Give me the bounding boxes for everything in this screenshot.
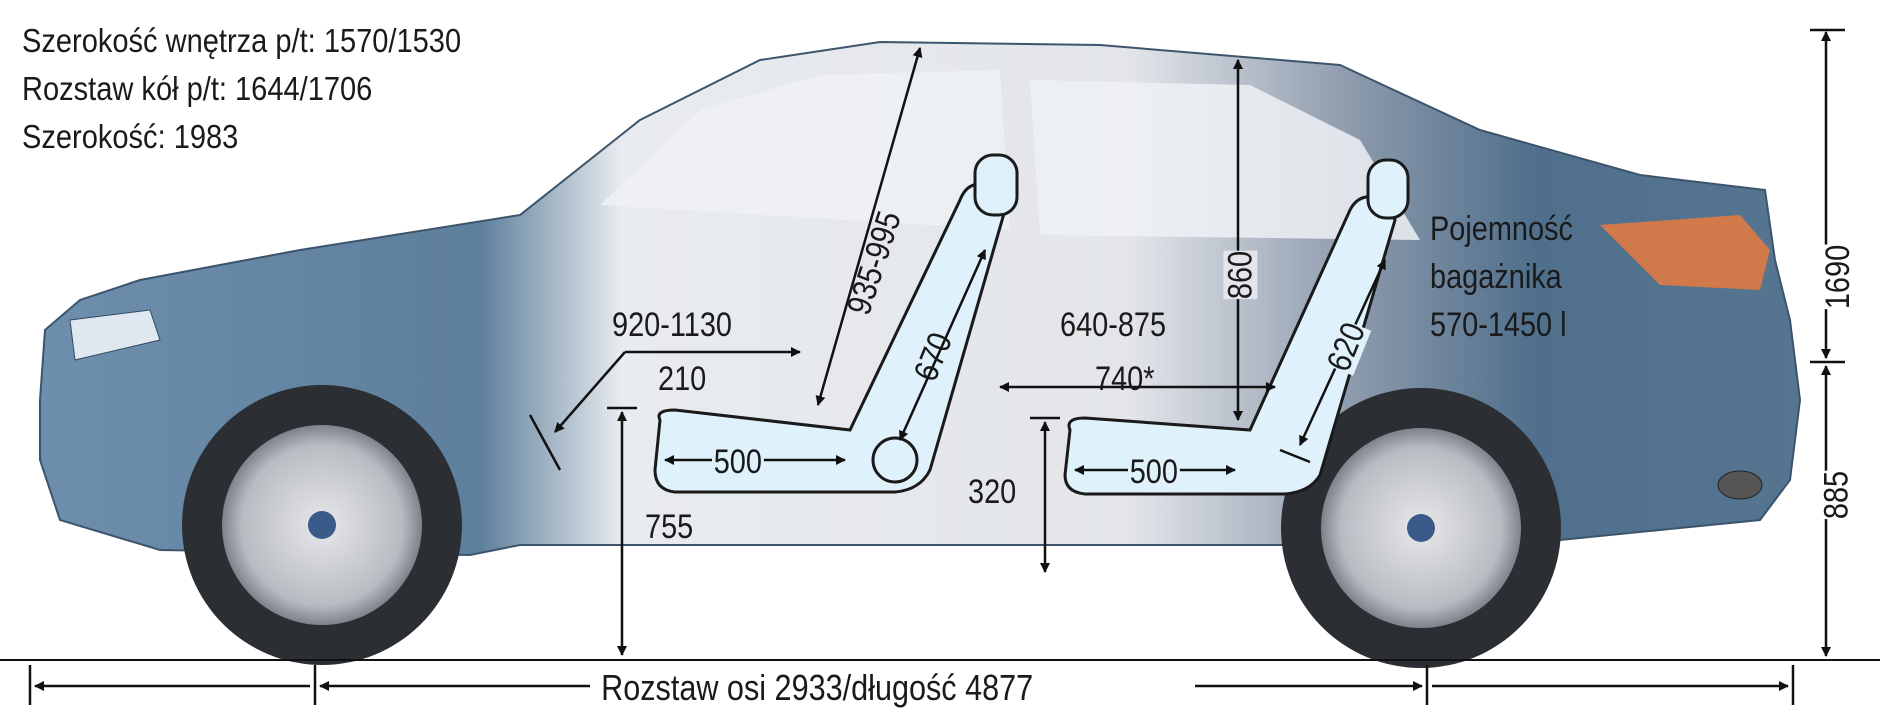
car-windows — [600, 70, 1420, 240]
wheelbase-length-label: Rozstaw osi 2933/długość 4877 — [596, 670, 1039, 706]
exhaust — [1717, 470, 1763, 500]
trunk-label-line1: Pojemność — [1430, 210, 1573, 248]
rear-headroom-label: 860 — [1221, 250, 1260, 300]
tail-light — [1600, 215, 1770, 290]
rear-seat-height-label: 320 — [968, 473, 1017, 511]
dimension-arrows — [0, 28, 1880, 705]
trunk-label-line2: bagażnika — [1430, 258, 1562, 296]
front-legroom-label: 920-1130 — [612, 306, 732, 344]
rear-wheel — [1281, 388, 1561, 668]
rear-height-label: 885 — [1817, 470, 1856, 520]
trunk-label-line3: 570-1450 l — [1430, 306, 1567, 344]
rear-legroom-typical-label: 740* — [1095, 360, 1155, 398]
track-label: Rozstaw kół p/t: 1644/1706 — [22, 70, 373, 107]
front-seat-offset-label: 210 — [658, 360, 707, 398]
headlight — [69, 309, 161, 361]
front-seat-height-label: 755 — [645, 508, 694, 546]
interior-width-label: Szerokość wnętrza p/t: 1570/1530 — [22, 22, 462, 59]
height-label: 1690 — [1818, 244, 1857, 310]
width-label: Szerokość: 1983 — [22, 118, 239, 155]
rear-legroom-label: 640-875 — [1060, 306, 1167, 344]
front-cushion-label: 500 — [712, 443, 764, 481]
rear-cushion-label: 500 — [1128, 453, 1180, 491]
front-wheel — [182, 385, 462, 665]
